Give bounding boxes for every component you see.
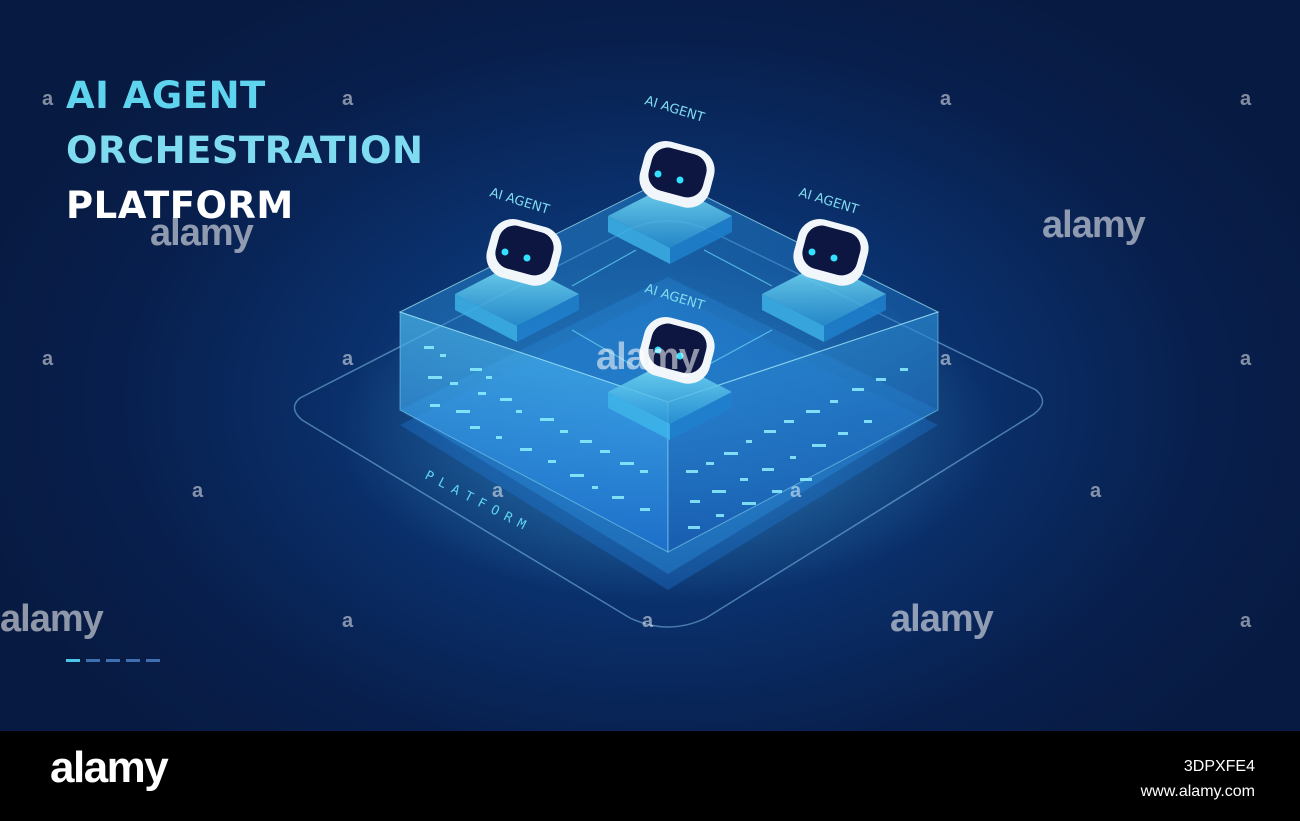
watermark-mark: a <box>1090 480 1102 502</box>
robot-top-icon <box>639 141 715 208</box>
illustration: PLATFORM AI AGENT A <box>0 0 1300 731</box>
title-line-2: ORCHESTRATION <box>66 129 424 172</box>
watermark-text: alamy <box>0 598 104 640</box>
watermark-mark: a <box>42 348 54 370</box>
platform-illustration: PLATFORM AI AGENT A <box>293 93 1044 628</box>
agent-label-right: AI AGENT <box>797 185 860 217</box>
agent-card-top: AI AGENT <box>608 93 732 264</box>
watermark-mark: a <box>192 480 204 502</box>
agent-card-right: AI AGENT <box>762 185 886 342</box>
agent-label-top: AI AGENT <box>643 93 706 125</box>
robot-center-icon <box>639 317 715 384</box>
agent-label-left: AI AGENT <box>488 185 551 217</box>
dash-1 <box>66 659 80 662</box>
dash-3 <box>106 659 120 662</box>
watermark-mark: a <box>1240 88 1252 110</box>
right-face-code <box>686 368 908 529</box>
dash-2 <box>86 659 100 662</box>
watermark-text: alamy <box>1042 204 1146 246</box>
watermark-mark: a <box>1240 610 1252 632</box>
watermark-mark: a <box>1240 348 1252 370</box>
watermark-text: alamy <box>596 336 700 378</box>
page-title: AI AGENT ORCHESTRATION PLATFORM <box>66 68 423 233</box>
left-face-code <box>424 346 650 511</box>
robot-right-icon <box>793 219 869 286</box>
image-id: 3DPXFE4 <box>1183 758 1255 775</box>
watermark-mark: a <box>342 88 354 110</box>
robot-left-icon <box>486 219 562 286</box>
watermark-mark: a <box>342 348 354 370</box>
title-line-3: PLATFORM <box>66 184 294 227</box>
watermark-mark: a <box>790 480 802 502</box>
watermark-text: alamy <box>890 598 994 640</box>
agent-card-left: AI AGENT <box>455 185 579 342</box>
alamy-logo: alamy <box>50 743 169 792</box>
agent-connections <box>571 249 773 367</box>
stock-footer: alamy 3DPXFE4 www.alamy.com <box>0 731 1300 821</box>
title-line-1: AI AGENT <box>66 74 266 117</box>
block-top-face <box>398 177 940 403</box>
pagination-dashes <box>66 659 160 662</box>
site-url: www.alamy.com <box>1140 783 1255 800</box>
watermark-mark: a <box>940 348 952 370</box>
watermark-mark: a <box>492 480 504 502</box>
watermark-text: alamy <box>150 212 254 254</box>
watermark-mark: a <box>940 88 952 110</box>
watermark-mark: a <box>342 610 354 632</box>
agent-card-center: AI AGENT <box>608 281 732 440</box>
watermark-mark: a <box>42 88 54 110</box>
watermark-mark: a <box>642 610 654 632</box>
dash-4 <box>126 659 140 662</box>
dash-5 <box>146 659 160 662</box>
